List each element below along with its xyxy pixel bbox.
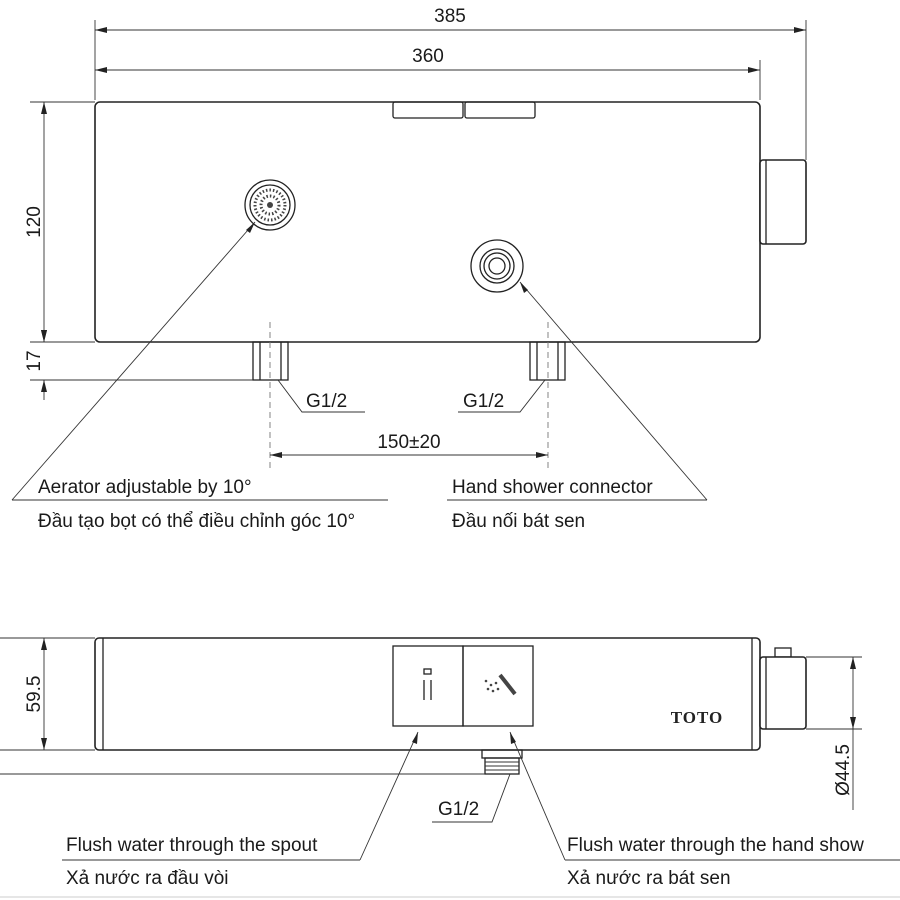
inlet-right-thread-callout: G1/2 (458, 379, 546, 413)
shower-label-vi: Xả nước ra bát sen (567, 868, 731, 889)
inlet-depth-label: 17 (24, 350, 45, 371)
dimension-59-5: 59.5 (0, 637, 95, 751)
inlet-left-thread-label: G1/2 (306, 391, 347, 412)
dimension-17: 17 (24, 330, 253, 400)
aerator-label-vi: Đầu tạo bọt có thể điều chỉnh góc 10° (38, 511, 355, 532)
spout-callout: Flush water through the spout Xả nước ra… (62, 731, 419, 889)
toto-logo: TOTO (671, 708, 724, 727)
front-height-label: 59.5 (24, 676, 45, 713)
shower-callout: Flush water through the hand show Xả nướ… (509, 731, 900, 889)
top-view-body (94, 101, 761, 343)
shower-label-en: Flush water through the hand show (567, 835, 864, 856)
hand-shower-button (462, 645, 534, 727)
dimension-diameter: Ø44.5 (806, 656, 862, 810)
hand-shower-connector-icon (470, 239, 524, 293)
front-view-body (94, 637, 761, 751)
inlet-right-thread-label: G1/2 (463, 391, 504, 412)
dimension-120: 120 (24, 101, 95, 343)
hand-shower-callout: Hand shower connector Đầu nối bát sen (447, 281, 708, 532)
dimension-385: 385 (94, 6, 807, 160)
aerator-label-en: Aerator adjustable by 10° (38, 477, 252, 498)
outlet-thread-label: G1/2 (438, 799, 479, 820)
inlet-right (529, 341, 566, 381)
inlet-spacing-label: 150±20 (377, 432, 440, 453)
top-button-right (464, 101, 536, 119)
dimension-360: 360 (95, 46, 761, 100)
width-body-label: 360 (412, 46, 444, 67)
front-view-handle (759, 647, 807, 730)
width-overall-label: 385 (434, 6, 466, 27)
hand-shower-label-en: Hand shower connector (452, 477, 653, 498)
spout-label-vi: Xả nước ra đầu vòi (66, 868, 228, 889)
inlet-left (252, 341, 289, 381)
outlet-thread (481, 749, 523, 775)
aerator-icon (244, 179, 296, 231)
top-view-handle (759, 159, 807, 245)
handle-diameter-label: Ø44.5 (833, 744, 854, 796)
dimension-150: 150±20 (270, 432, 548, 458)
inlet-left-thread-callout: G1/2 (277, 379, 365, 413)
aerator-callout: Aerator adjustable by 10° Đầu tạo bọt có… (11, 221, 388, 532)
hand-shower-label-vi: Đầu nối bát sen (452, 511, 585, 532)
spout-label-en: Flush water through the spout (66, 835, 318, 856)
outlet-thread-callout: G1/2 (432, 773, 511, 823)
height-body-label: 120 (24, 206, 45, 238)
top-button-left (392, 101, 464, 119)
